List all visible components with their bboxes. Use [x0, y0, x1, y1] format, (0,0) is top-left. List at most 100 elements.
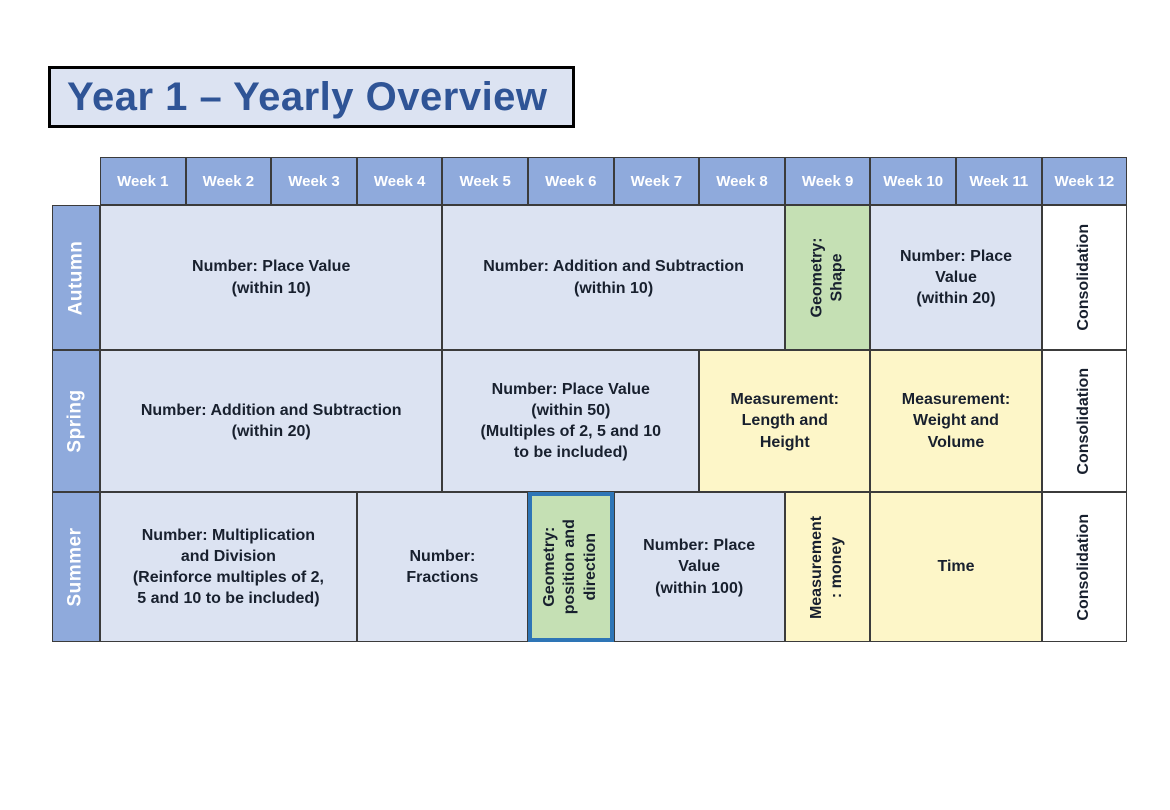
topic-line: Measurement:: [902, 389, 1010, 410]
topic-cell-spring-number-place-value[interactable]: Number: Place Value(within 50)(Multiples…: [442, 350, 699, 492]
topic-line: 5 and 10 to be included): [133, 588, 324, 609]
topic-cell-text: Number: PlaceValue(within 20): [900, 246, 1012, 309]
topic-cell-text: Number: Multiplicationand Division(Reinf…: [133, 525, 324, 609]
column-header-week-10: Week 10: [870, 157, 956, 205]
topic-cell-spring-measurement[interactable]: Measurement:Length andHeight: [699, 350, 870, 492]
column-header-week-12: Week 12: [1042, 157, 1128, 205]
season-label-text: Autumn: [65, 240, 87, 315]
column-header-label: Week 4: [374, 173, 425, 190]
topic-cell-text: Number: Addition and Subtraction(within …: [141, 400, 402, 442]
topic-line: Number:: [406, 546, 478, 567]
column-header-label: Week 10: [883, 173, 943, 190]
column-header-week-6: Week 6: [528, 157, 614, 205]
topic-cell-text: Consolidation: [1074, 224, 1094, 331]
topic-line: (within 10): [192, 278, 350, 299]
column-header-label: Week 8: [716, 173, 767, 190]
topic-line: Shape: [828, 237, 848, 317]
column-header-label: Week 12: [1055, 173, 1115, 190]
topic-line: (within 20): [141, 421, 402, 442]
topic-line: Fractions: [406, 567, 478, 588]
topic-line: Number: Place Value: [481, 379, 661, 400]
page-title: Year 1 – Yearly Overview: [51, 77, 548, 117]
topic-line: Weight and: [902, 410, 1010, 431]
topic-cell-text: Measurement:Length andHeight: [731, 389, 839, 452]
topic-line: Consolidation: [1074, 224, 1094, 331]
topic-cell-autumn-consolidation[interactable]: Consolidation: [1042, 205, 1128, 350]
topic-cell-autumn-number-place[interactable]: Number: PlaceValue(within 20): [870, 205, 1041, 350]
column-header-week-8: Week 8: [699, 157, 785, 205]
topic-line: Geometry:: [807, 237, 827, 317]
column-header-week-1: Week 1: [100, 157, 186, 205]
topic-cell-text: Measurement: money: [807, 515, 848, 618]
topic-cell-autumn-number-addition-and-subtraction[interactable]: Number: Addition and Subtraction(within …: [442, 205, 784, 350]
topic-cell-text: Time: [937, 556, 974, 577]
topic-cell-text: Consolidation: [1074, 368, 1094, 475]
topic-cell-text: Geometry:Shape: [807, 237, 848, 317]
topic-line: Number: Addition and Subtraction: [483, 256, 744, 277]
topic-line: (within 100): [643, 578, 755, 599]
season-label-autumn: Autumn: [52, 205, 100, 350]
topic-cell-text: Number: PlaceValue(within 100): [643, 535, 755, 598]
season-label-spring: Spring: [52, 350, 100, 492]
column-header-label: Week 1: [117, 173, 168, 190]
topic-line: Number: Multiplication: [133, 525, 324, 546]
topic-cell-text: Number:Fractions: [406, 546, 478, 588]
topic-line: Geometry:: [540, 519, 560, 614]
topic-line: (Multiples of 2, 5 and 10: [481, 421, 661, 442]
topic-line: position and: [561, 519, 581, 614]
season-label-summer: Summer: [52, 492, 100, 642]
topic-cell-spring-measurement[interactable]: Measurement:Weight andVolume: [870, 350, 1041, 492]
topic-cell-text: Geometry:position anddirection: [540, 519, 601, 614]
topic-line: (within 20): [900, 288, 1012, 309]
topic-line: Height: [731, 432, 839, 453]
column-header-week-3: Week 3: [271, 157, 357, 205]
column-header-label: Week 6: [545, 173, 596, 190]
season-label-text: Spring: [65, 389, 87, 452]
column-header-label: Week 7: [631, 173, 682, 190]
topic-cell-spring-number-addition-and-subtraction[interactable]: Number: Addition and Subtraction(within …: [100, 350, 442, 492]
topic-line: Consolidation: [1074, 514, 1094, 621]
topic-line: Time: [937, 556, 974, 577]
topic-line: : money: [828, 515, 848, 618]
topic-line: Number: Place Value: [192, 256, 350, 277]
column-header-label: Week 11: [969, 173, 1028, 190]
topic-cell-autumn-number-place-value[interactable]: Number: Place Value(within 10): [100, 205, 442, 350]
topic-cell-text: Number: Addition and Subtraction(within …: [483, 256, 744, 298]
column-header-week-2: Week 2: [186, 157, 272, 205]
topic-line: Number: Place: [900, 246, 1012, 267]
topic-cell-text: Number: Place Value(within 50)(Multiples…: [481, 379, 661, 463]
topic-cell-text: Consolidation: [1074, 514, 1094, 621]
topic-line: (Reinforce multiples of 2,: [133, 567, 324, 588]
topic-line: and Division: [133, 546, 324, 567]
topic-cell-autumn-geometry[interactable]: Geometry:Shape: [785, 205, 871, 350]
topic-cell-summer-number[interactable]: Number:Fractions: [357, 492, 528, 642]
topic-cell-spring-consolidation[interactable]: Consolidation: [1042, 350, 1128, 492]
topic-cell-summer-number-place[interactable]: Number: PlaceValue(within 100): [614, 492, 785, 642]
topic-line: Length and: [731, 410, 839, 431]
column-header-week-11: Week 11: [956, 157, 1042, 205]
column-header-label: Week 2: [203, 173, 254, 190]
topic-cell-summer-time[interactable]: Time: [870, 492, 1041, 642]
topic-line: Value: [900, 267, 1012, 288]
column-header-week-9: Week 9: [785, 157, 871, 205]
topic-cell-summer-measurement[interactable]: Measurement: money: [785, 492, 871, 642]
topic-cell-summer-geometry[interactable]: Geometry:position anddirection: [528, 492, 614, 642]
column-header-label: Week 5: [459, 173, 510, 190]
column-header-week-7: Week 7: [614, 157, 700, 205]
topic-line: (within 50): [481, 400, 661, 421]
topic-cell-text: Number: Place Value(within 10): [192, 256, 350, 298]
topic-cell-text: Measurement:Weight andVolume: [902, 389, 1010, 452]
topic-cell-summer-consolidation[interactable]: Consolidation: [1042, 492, 1128, 642]
topic-line: Measurement: [807, 515, 827, 618]
curriculum-grid: Week 1 Week 2 Week 3 Week 4 Week 5 Week 6 Week…: [52, 157, 1127, 642]
topic-line: Consolidation: [1074, 368, 1094, 475]
column-header-label: Week 3: [288, 173, 339, 190]
topic-line: to be included): [481, 442, 661, 463]
topic-cell-summer-number-multiplication[interactable]: Number: Multiplicationand Division(Reinf…: [100, 492, 357, 642]
topic-line: Measurement:: [731, 389, 839, 410]
column-header-label: Week 9: [802, 173, 853, 190]
season-label-text: Summer: [65, 527, 87, 606]
page-title-box: Year 1 – Yearly Overview: [48, 66, 575, 128]
topic-line: (within 10): [483, 278, 744, 299]
